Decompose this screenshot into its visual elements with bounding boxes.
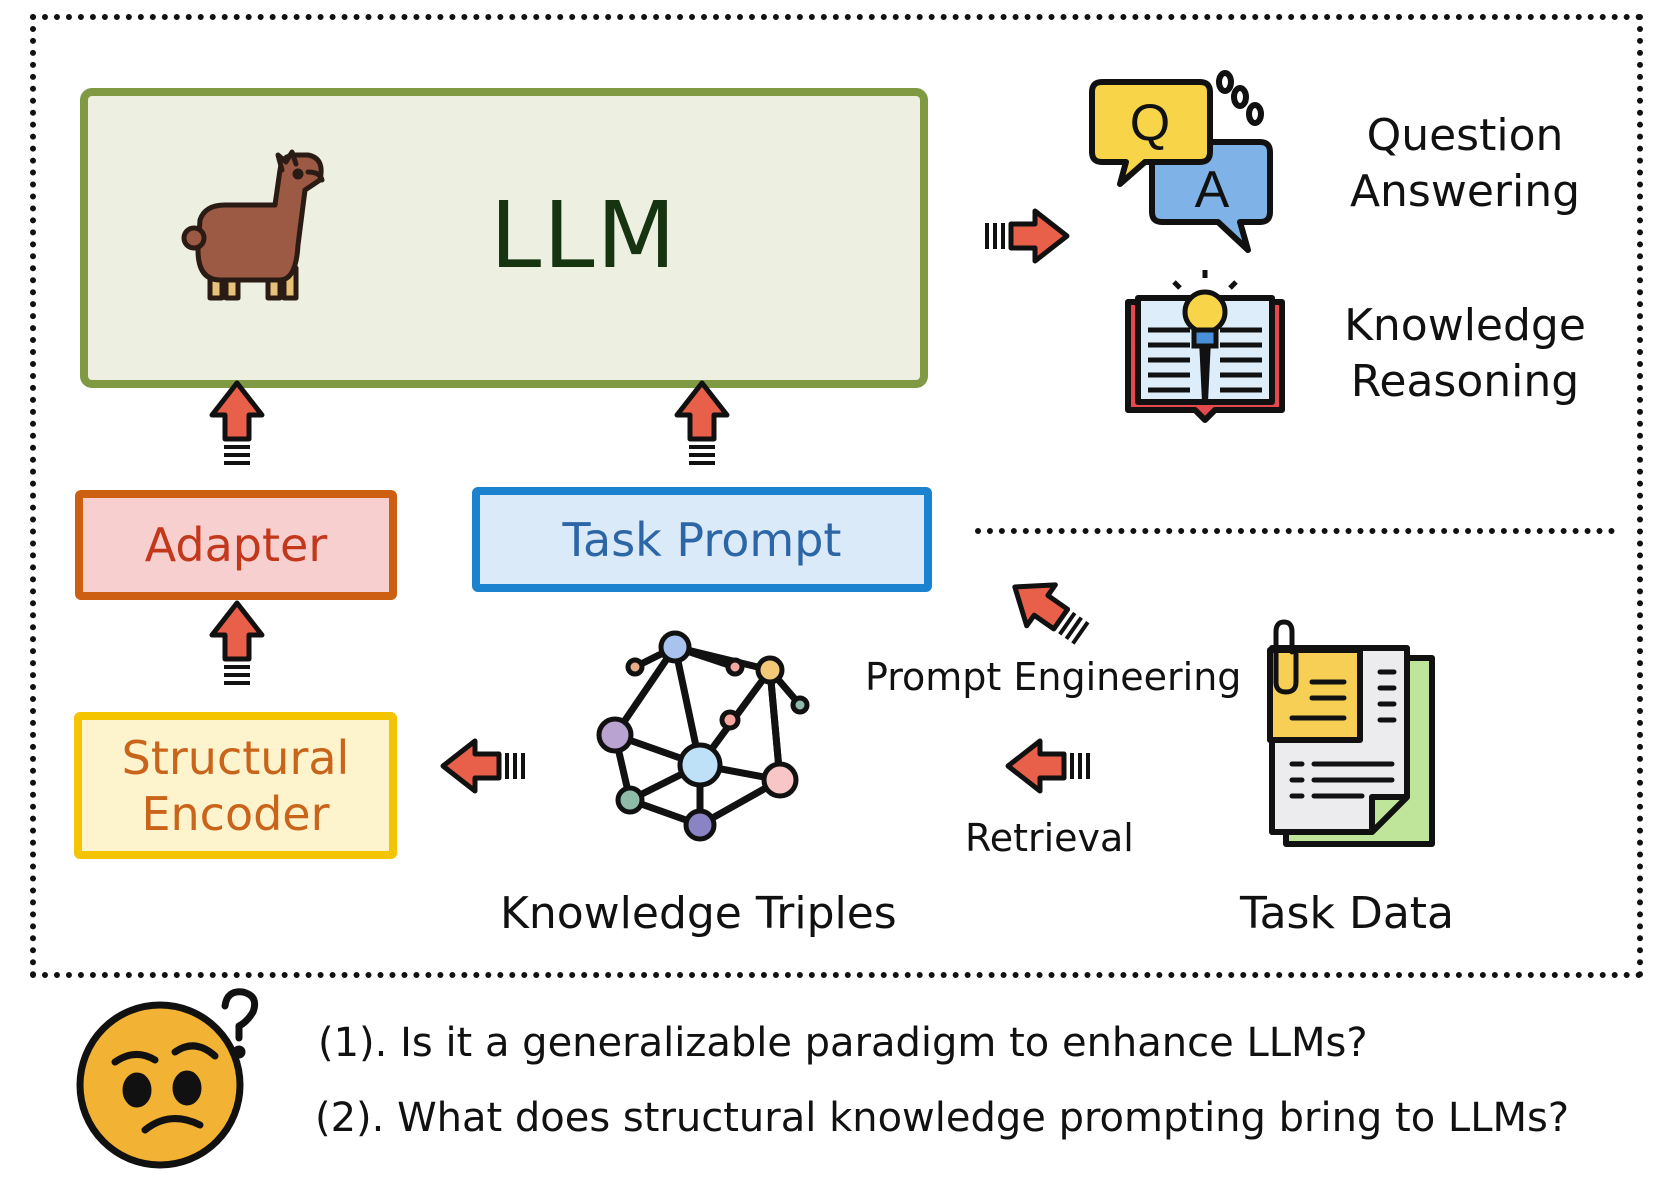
qa-line2: Answering xyxy=(1349,166,1581,217)
structural-encoder-box: Structural Encoder xyxy=(74,712,397,859)
knowledge-reasoning-label: Knowledge Reasoning xyxy=(1340,298,1590,410)
question-1: (1). Is it a generalizable paradigm to e… xyxy=(318,1020,1368,1066)
qa-bubble-a: A xyxy=(1195,161,1230,219)
llm-label: LLM xyxy=(490,182,678,289)
llama-icon xyxy=(181,149,325,301)
retrieval-label: Retrieval xyxy=(965,816,1134,860)
outer-dotted-frame xyxy=(30,14,1643,978)
adapter-label: Adapter xyxy=(144,518,328,572)
section-divider xyxy=(975,528,1615,534)
arrow-icon xyxy=(702,420,703,421)
qa-bubbles-icon: Q A xyxy=(1089,70,1273,253)
documents-icon xyxy=(1267,619,1435,847)
arrow-icon xyxy=(1090,766,1091,767)
task-prompt-label: Task Prompt xyxy=(562,512,842,567)
encoder-label-line1: Structural xyxy=(121,730,350,785)
prompt-engineering-label: Prompt Engineering xyxy=(865,655,1242,699)
arrow-icon xyxy=(985,236,986,237)
qa-bubble-q: Q xyxy=(1130,94,1170,152)
encoder-label-line2: Encoder xyxy=(141,786,330,841)
kr-line2: Reasoning xyxy=(1350,356,1580,407)
arrow-icon xyxy=(1082,634,1083,635)
arrow-icon xyxy=(525,766,526,767)
qa-line1: Question xyxy=(1366,110,1564,161)
book-lightbulb-icon xyxy=(1125,270,1285,423)
task-data-label: Task Data xyxy=(1240,888,1455,939)
arrow-icon xyxy=(237,420,238,421)
question-answering-label: Question Answering xyxy=(1340,108,1590,220)
knowledge-triples-label: Knowledge Triples xyxy=(500,888,897,939)
confused-face-icon xyxy=(76,988,259,1169)
adapter-box: Adapter xyxy=(75,490,397,600)
task-prompt-box: Task Prompt xyxy=(472,487,932,592)
question-2: (2). What does structural knowledge prom… xyxy=(315,1095,1570,1141)
kr-line1: Knowledge xyxy=(1344,300,1586,351)
arrow-icon xyxy=(237,640,238,641)
knowledge-graph-icon xyxy=(596,630,810,842)
